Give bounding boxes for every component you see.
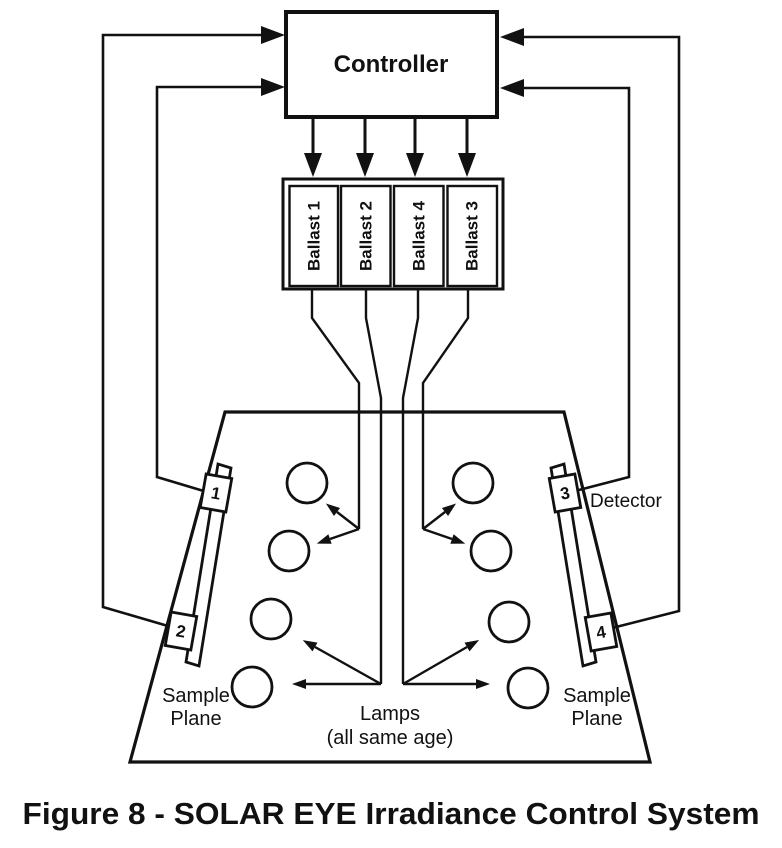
detector-box-2 (163, 610, 199, 652)
ballast-box-4 (392, 184, 445, 288)
lamp-arrow-right-2 (422, 527, 466, 544)
lamp-circle-left-3 (249, 597, 293, 641)
ballast-label-3: Ballast 3 (463, 201, 482, 271)
ballast-wire-2 (364, 289, 383, 684)
ballast-label-1: Ballast 1 (305, 201, 324, 271)
controller-box (284, 10, 499, 119)
ballast-box-3 (446, 184, 499, 288)
lamp-arrow-right-3 (402, 639, 480, 686)
ballast-label-2: Ballast 2 (357, 201, 376, 271)
ballast-box-2 (339, 184, 392, 288)
lamps-sublabel: (all same age) (327, 727, 454, 749)
lamp-arrow-left-1 (325, 503, 360, 530)
lamps-label: Lamps (360, 703, 420, 725)
detector-box-3 (547, 472, 583, 514)
detector-number-1: 1 (210, 483, 223, 503)
ballast-wire-3 (421, 289, 470, 529)
ballast-wire-4 (401, 289, 420, 684)
feedback-wire-detector-3 (500, 79, 631, 493)
lamp-circle-right-2 (469, 529, 513, 573)
ballast-label-4: Ballast 4 (410, 200, 429, 270)
lamp-circle-left-1 (285, 461, 329, 505)
sample-plane-right-line1: Sample (563, 685, 631, 707)
detector-number-2: 2 (175, 621, 188, 641)
ballast-box-1 (288, 184, 340, 288)
detector-box-4 (583, 611, 619, 653)
lamp-circle-right-3 (487, 600, 531, 644)
detector-box-1 (198, 472, 234, 514)
sample-plane-right-line2: Plane (571, 708, 622, 730)
feedback-wire-detector-1 (155, 78, 285, 494)
controller-label: Controller (334, 51, 449, 78)
lamp-circle-right-1 (451, 461, 495, 505)
detector-number-4: 4 (595, 622, 608, 642)
detector-bar-right (549, 462, 598, 668)
sample-plane-left-line1: Sample (162, 685, 230, 707)
detector-number-3: 3 (559, 483, 572, 503)
ballast-wire-1 (310, 289, 361, 529)
detector-label: Detector (590, 491, 662, 512)
lamp-arrow-left-3 (302, 640, 382, 686)
lamp-arrow-left-2 (316, 527, 360, 544)
lamp-circle-right-4 (506, 666, 550, 710)
lamp-circle-left-4 (230, 665, 274, 709)
feedback-wire-detector-2 (101, 26, 285, 628)
lamp-circle-left-2 (267, 529, 311, 573)
lamp-arrow-right-1 (422, 503, 457, 530)
figure-caption: Figure 8 - SOLAR EYE Irradiance Control … (23, 796, 760, 831)
sample-plane-left-line2: Plane (170, 708, 221, 730)
feedback-wire-detector-4 (500, 28, 681, 630)
